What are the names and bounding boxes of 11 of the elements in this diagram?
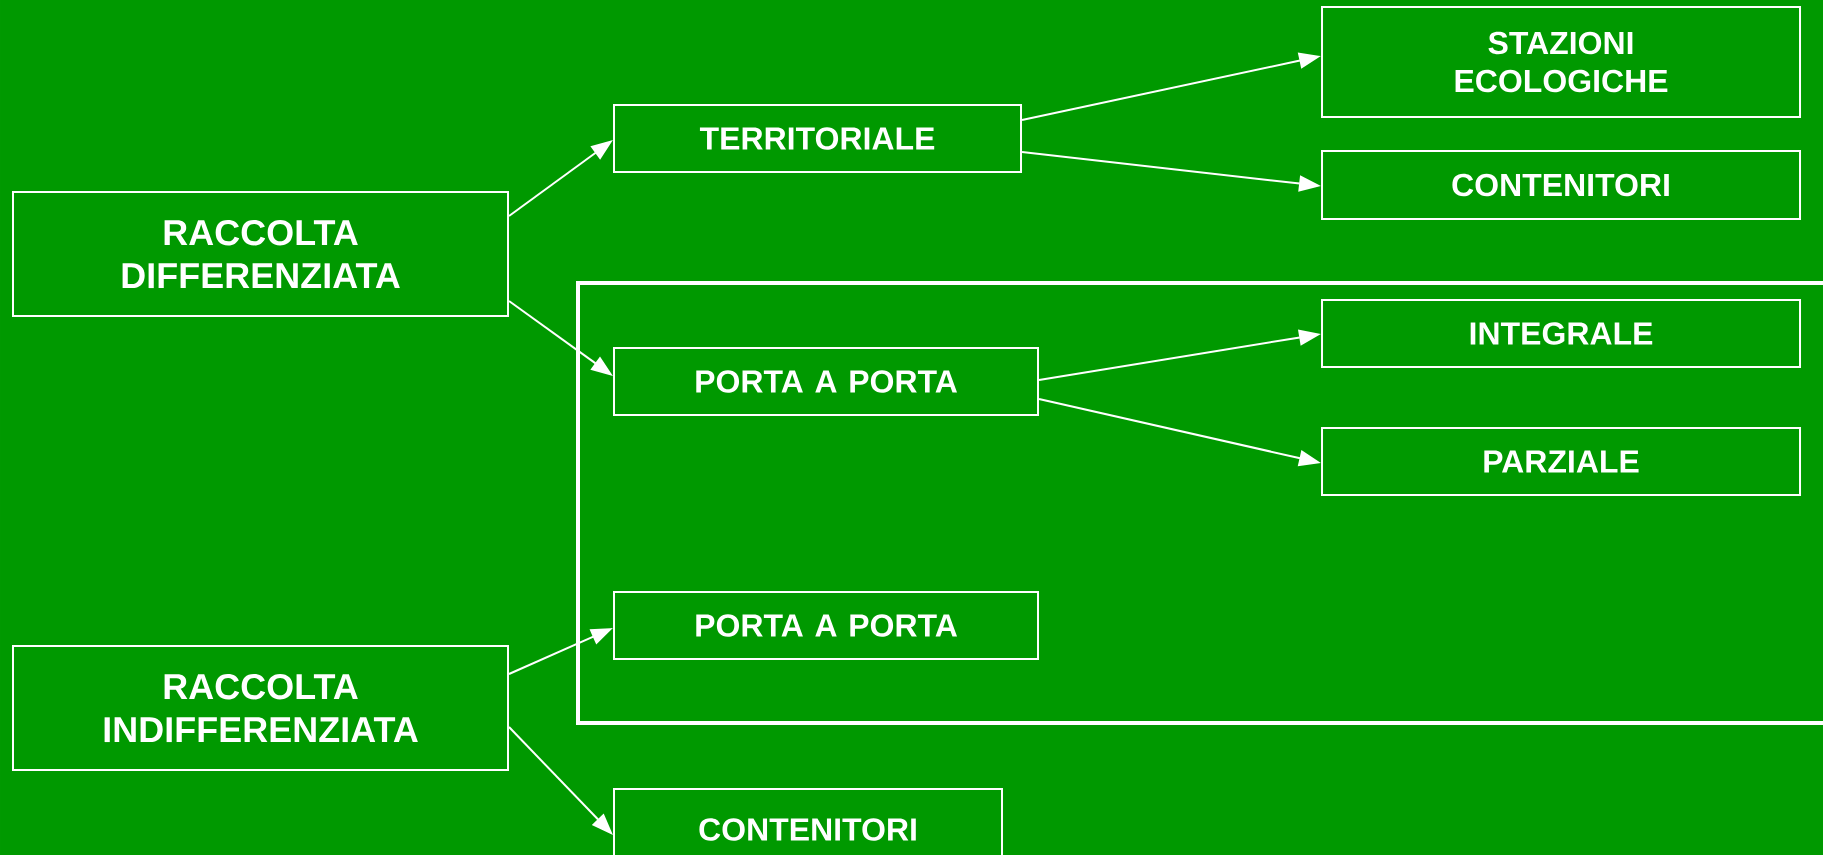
process-box: RACCOLTA DIFFERENZIATA [12,191,509,317]
process-box: PORTA A PORTA [613,591,1039,660]
process-box: TERRITORIALE [613,104,1022,173]
process-box: STAZIONI ECOLOGICHE [1321,6,1801,118]
process-box: RACCOLTA INDIFFERENZIATA [12,645,509,771]
process-box: PORTA A PORTA [613,347,1039,416]
process-box: INTEGRALE [1321,299,1801,368]
process-box: CONTENITORI [613,788,1003,855]
group-frame [576,281,1823,725]
process-box: CONTENITORI [1321,150,1801,220]
process-box: PARZIALE [1321,427,1801,496]
